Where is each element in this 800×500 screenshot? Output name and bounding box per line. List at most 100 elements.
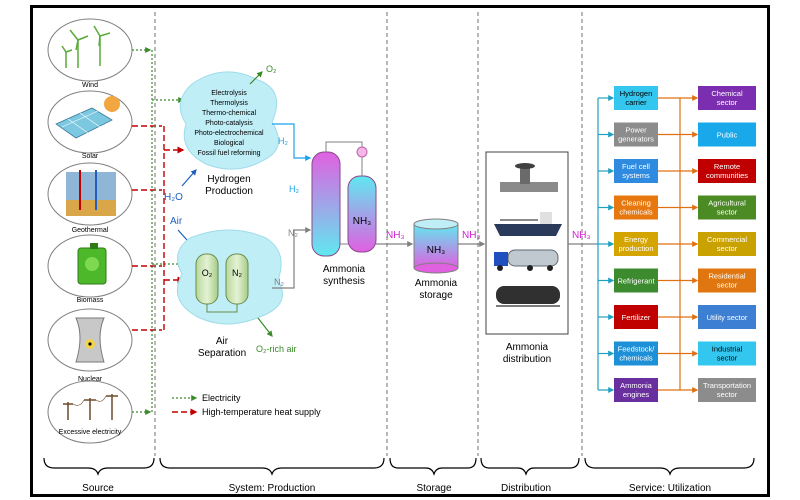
nitrogen-flow-label: N₂ xyxy=(288,228,298,238)
sector-label: communities xyxy=(706,171,748,180)
service-label: Energy xyxy=(624,235,648,244)
tank-label: NH₃ xyxy=(427,245,446,256)
source-label: Solar xyxy=(82,153,99,160)
service-connectors xyxy=(596,95,699,393)
stage-dividers xyxy=(154,12,583,456)
service-label: production xyxy=(618,244,653,253)
source-geothermal: Geothermal xyxy=(47,162,133,234)
hydrogen-flow-label: H₂ xyxy=(278,136,288,146)
distribution-title: distribution xyxy=(503,354,551,365)
hydrogen-title: Production xyxy=(205,186,253,197)
synthesis-title: synthesis xyxy=(323,276,365,287)
sector-item: Public xyxy=(698,122,756,147)
water-label: H₂O xyxy=(164,192,183,203)
sector-label: Agricultural xyxy=(708,199,746,208)
oxygen-label: O₂ xyxy=(266,64,277,74)
sector-box xyxy=(698,305,756,329)
service-label: Refrigerant xyxy=(617,277,655,286)
tank-label: N₂ xyxy=(232,268,242,278)
air-label: Air xyxy=(170,216,183,227)
fan-icon xyxy=(356,146,368,158)
sectors-column: ChemicalsectorPublicRemotecommunitiesAgr… xyxy=(698,86,756,402)
air-sep-title: Separation xyxy=(198,348,246,359)
rail-tank-car-icon xyxy=(496,286,560,307)
service-item: Refrigerant xyxy=(614,268,658,293)
stage-label-production: System: Production xyxy=(229,483,316,494)
sector-label: sector xyxy=(717,244,738,253)
ammonia-distribution: Ammonia distribution xyxy=(485,151,569,365)
ammonia-storage: NH₃ Ammonia storage xyxy=(413,218,459,301)
source-label: Excessive electricity xyxy=(59,429,122,436)
sector-box xyxy=(698,341,756,366)
source-label: Nuclear xyxy=(78,376,103,383)
sector-box xyxy=(698,378,756,402)
ammonia-flow-label: NH₃ xyxy=(462,230,481,241)
hydrogen-method: Biological xyxy=(214,140,244,147)
sector-label: sector xyxy=(717,281,738,290)
storage-title: Ammonia xyxy=(415,278,458,289)
sector-box xyxy=(698,159,756,183)
sector-label: sector xyxy=(717,98,738,107)
sector-box xyxy=(698,122,756,147)
tanker-ship-icon xyxy=(494,212,562,236)
service-box xyxy=(614,268,658,293)
hydrogen-method: Thermo-chemical xyxy=(202,110,257,117)
service-label: engines xyxy=(623,390,650,399)
ammonia-flow-label: NH₃ xyxy=(572,230,591,241)
service-label: Cleaning xyxy=(621,199,651,208)
service-label: Fertilizer xyxy=(622,313,651,322)
source-label: Wind xyxy=(82,82,98,89)
heat-supply-lines xyxy=(132,125,185,331)
sector-label: Residential xyxy=(708,272,745,281)
service-box xyxy=(614,232,658,256)
service-box xyxy=(614,159,658,183)
power-pole-icon xyxy=(63,394,118,420)
synthesis-title: Ammonia xyxy=(323,264,366,275)
service-box xyxy=(614,122,658,147)
nitrogen-flow-label: N₂ xyxy=(274,277,284,287)
source-solar: Solar xyxy=(47,90,133,160)
source-label: Geothermal xyxy=(72,227,109,234)
biofuel-can-icon xyxy=(77,243,107,285)
service-label: chemicals xyxy=(619,208,653,217)
stage-braces xyxy=(43,457,755,476)
service-box xyxy=(614,378,658,402)
tank-label: O₂ xyxy=(202,268,213,278)
sector-box xyxy=(698,195,756,220)
source-wind: Wind xyxy=(47,18,133,89)
air-separation: Air O₂ N₂ Air Separation O₂-rich air N₂ … xyxy=(170,216,312,359)
service-box xyxy=(614,195,658,220)
service-label: Fuel cell xyxy=(622,162,650,171)
tanker-truck-icon xyxy=(494,249,559,271)
tank-label: NH₃ xyxy=(353,216,372,227)
sector-label: Utility sector xyxy=(707,313,748,322)
sector-box xyxy=(698,268,756,293)
service-box xyxy=(614,86,658,110)
sector-label: sector xyxy=(717,390,738,399)
air-sep-title: Air xyxy=(216,336,229,347)
ammonia-synthesis: NH₃ Ammonia synthesis xyxy=(311,141,377,287)
hydrogen-title: Hydrogen xyxy=(207,174,250,185)
stage-label-storage: Storage xyxy=(416,483,451,494)
service-label: carrier xyxy=(625,98,647,107)
service-label: Hydrogen xyxy=(620,89,653,98)
sector-box xyxy=(698,86,756,110)
solar-panel-icon xyxy=(55,96,120,139)
hydrogen-method: Thermolysis xyxy=(210,100,248,107)
hydrogen-method: Photo-electrochemical xyxy=(194,130,264,137)
service-label: Ammonia xyxy=(620,381,653,390)
sector-label: Commercial xyxy=(707,235,747,244)
cooling-tower-icon xyxy=(75,317,105,363)
source-biomass: Biomass xyxy=(47,234,133,304)
